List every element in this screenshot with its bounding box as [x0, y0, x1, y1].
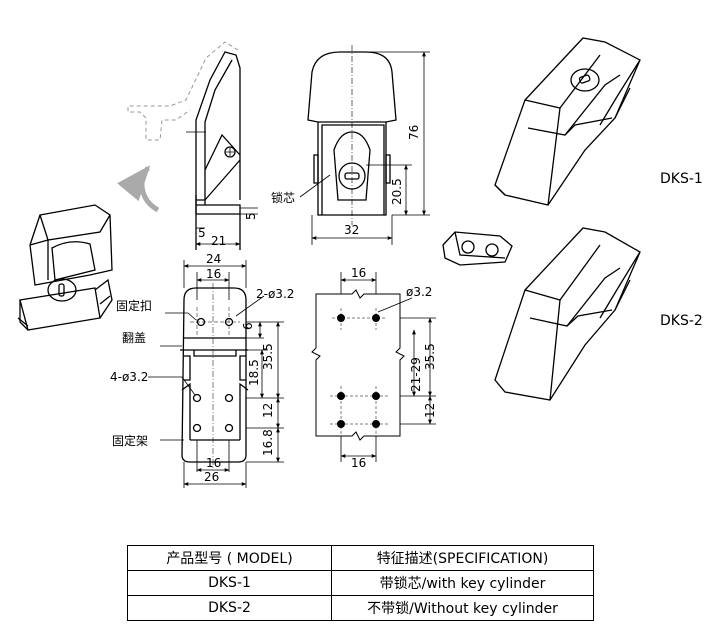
dim-pattern-16-bottom: 16: [351, 456, 366, 470]
label-dks1: DKS-1: [660, 171, 703, 187]
table-cell-spec: 带锁芯/with key cylinder: [331, 570, 594, 596]
dim-side-lip: 5: [198, 226, 206, 240]
exploded-view: [17, 204, 113, 331]
dks2-3d-view: [494, 227, 641, 401]
dim-pattern-range: 21-29: [409, 357, 423, 392]
table-cell-model: DKS-2: [127, 595, 332, 621]
dim-side-width: 21: [211, 234, 226, 248]
dim-bottom-26: 26: [204, 470, 219, 484]
spec-table: 产品型号 ( MODEL) 特征描述(SPECIFICATION) DKS-1 …: [127, 545, 594, 621]
dim-top-24: 24: [206, 252, 221, 266]
dim-front-width: 32: [344, 223, 359, 237]
dim-bot-16-8: 16.8: [261, 429, 275, 456]
label-lock-core: 锁芯: [271, 190, 295, 205]
table-header-model: 产品型号 ( MODEL): [127, 545, 332, 571]
dim-mid-18-5: 18.5: [247, 359, 261, 386]
top-view: [148, 260, 284, 488]
label-hole-c: ø3.2: [406, 285, 432, 299]
table-row: DKS-2 不带锁/Without key cylinder: [127, 595, 594, 621]
dim-top-6: 6: [241, 322, 255, 330]
dim-pattern-12: 12: [423, 403, 437, 418]
table-row: DKS-1 带锁芯/with key cylinder: [127, 570, 594, 596]
dim-side-base: 5: [244, 212, 258, 220]
dim-mid-12: 12: [261, 403, 275, 418]
label-dks2: DKS-2: [660, 313, 703, 329]
dim-front-key: 20.5: [390, 178, 404, 205]
label-flip-cover: 翻盖: [122, 331, 146, 345]
dim-top-16: 16: [206, 267, 221, 281]
label-holes-4: 4-ø3.2: [110, 370, 148, 384]
table-header-spec: 特征描述(SPECIFICATION): [331, 545, 594, 571]
hole-pattern-view: [311, 272, 436, 462]
small-clip-part: [442, 231, 513, 266]
side-view: [117, 41, 258, 250]
dks1-3d-view: [494, 37, 641, 206]
table-cell-spec: 不带锁/Without key cylinder: [331, 595, 594, 621]
dim-bottom-16: 16: [206, 456, 221, 470]
label-fixed-buckle: 固定扣: [116, 298, 152, 313]
technical-drawing: 21 5 5 32 76 20.5 锁芯: [17, 37, 703, 488]
label-holes-2: 2-ø3.2: [256, 287, 294, 301]
table-cell-model: DKS-1: [127, 570, 332, 596]
dim-pattern-16-top: 16: [351, 266, 366, 280]
dim-pattern-35-5: 35.5: [423, 343, 437, 370]
dim-mid-35-5: 35.5: [261, 343, 275, 370]
front-view: [299, 45, 430, 245]
label-fixed-frame: 固定架: [112, 433, 148, 448]
dim-front-height: 76: [407, 125, 421, 140]
table-header-row: 产品型号 ( MODEL) 特征描述(SPECIFICATION): [127, 545, 594, 571]
